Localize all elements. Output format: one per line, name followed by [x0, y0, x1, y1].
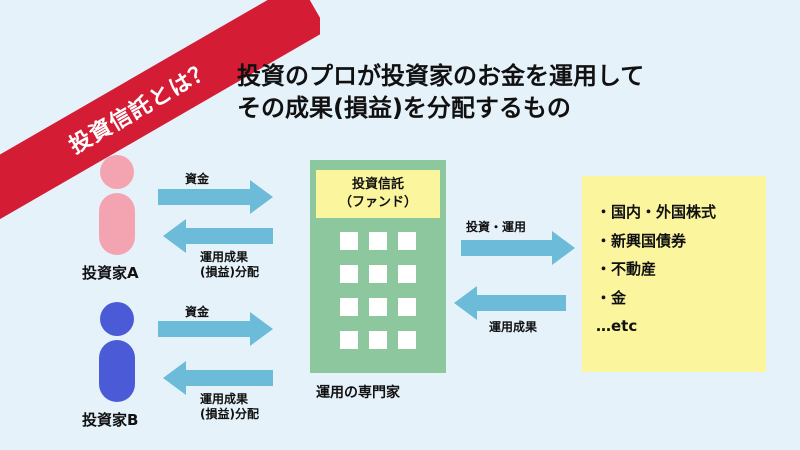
- distribution-label-a: 運用成果 (損益)分配: [200, 250, 259, 279]
- fund-building: 投資信託 （ファンド）: [310, 160, 446, 373]
- capital-label-b: 資金: [185, 305, 210, 319]
- asset-item: …etc: [596, 317, 638, 335]
- investor-a-head: [100, 155, 134, 189]
- building-window: [340, 232, 358, 250]
- asset-item: ・国内・外国株式: [596, 203, 717, 221]
- building-window: [340, 298, 358, 316]
- arrow-investment: [461, 231, 575, 265]
- investment-label: 投資・運用: [466, 220, 527, 234]
- building-window: [369, 331, 387, 349]
- fund-title: 投資信託 （ファンド）: [316, 170, 440, 218]
- asset-list-box: ・国内・外国株式 ・新興国債券 ・不動産 ・金 …etc: [582, 176, 766, 372]
- capital-label-a: 資金: [185, 172, 210, 186]
- headline-line-1: 投資のプロが投資家のお金を運用して: [237, 62, 645, 90]
- arrow-distribution-b: [163, 361, 273, 395]
- investor-b-head: [100, 302, 134, 336]
- distribution-label-b: 運用成果 (損益)分配: [200, 392, 259, 421]
- building-window: [369, 298, 387, 316]
- building-window: [369, 265, 387, 283]
- asset-item: ・金: [596, 288, 627, 307]
- returns-label: 運用成果: [489, 320, 538, 334]
- investor-a-label: 投資家A: [82, 264, 139, 282]
- arrow-distribution-a: [163, 219, 273, 253]
- investor-b-body: [99, 340, 135, 402]
- investor-b-label: 投資家B: [82, 411, 139, 429]
- building-window: [369, 232, 387, 250]
- arrow-capital-b: [158, 312, 273, 346]
- investor-a-body: [99, 193, 135, 255]
- building-window: [398, 265, 416, 283]
- headline: 投資のプロが投資家のお金を運用して その成果(損益)を分配するもの: [237, 60, 644, 124]
- building-window: [398, 331, 416, 349]
- arrow-returns: [454, 286, 566, 320]
- building-window: [340, 331, 358, 349]
- asset-item: ・新興国債券: [596, 231, 687, 250]
- building-window: [398, 232, 416, 250]
- fund-caption: 運用の専門家: [316, 385, 400, 401]
- headline-line-2: その成果(損益)を分配するもの: [237, 94, 571, 122]
- arrow-capital-a: [158, 180, 273, 214]
- asset-item: ・不動産: [596, 260, 657, 278]
- building-window: [398, 298, 416, 316]
- building-window: [340, 265, 358, 283]
